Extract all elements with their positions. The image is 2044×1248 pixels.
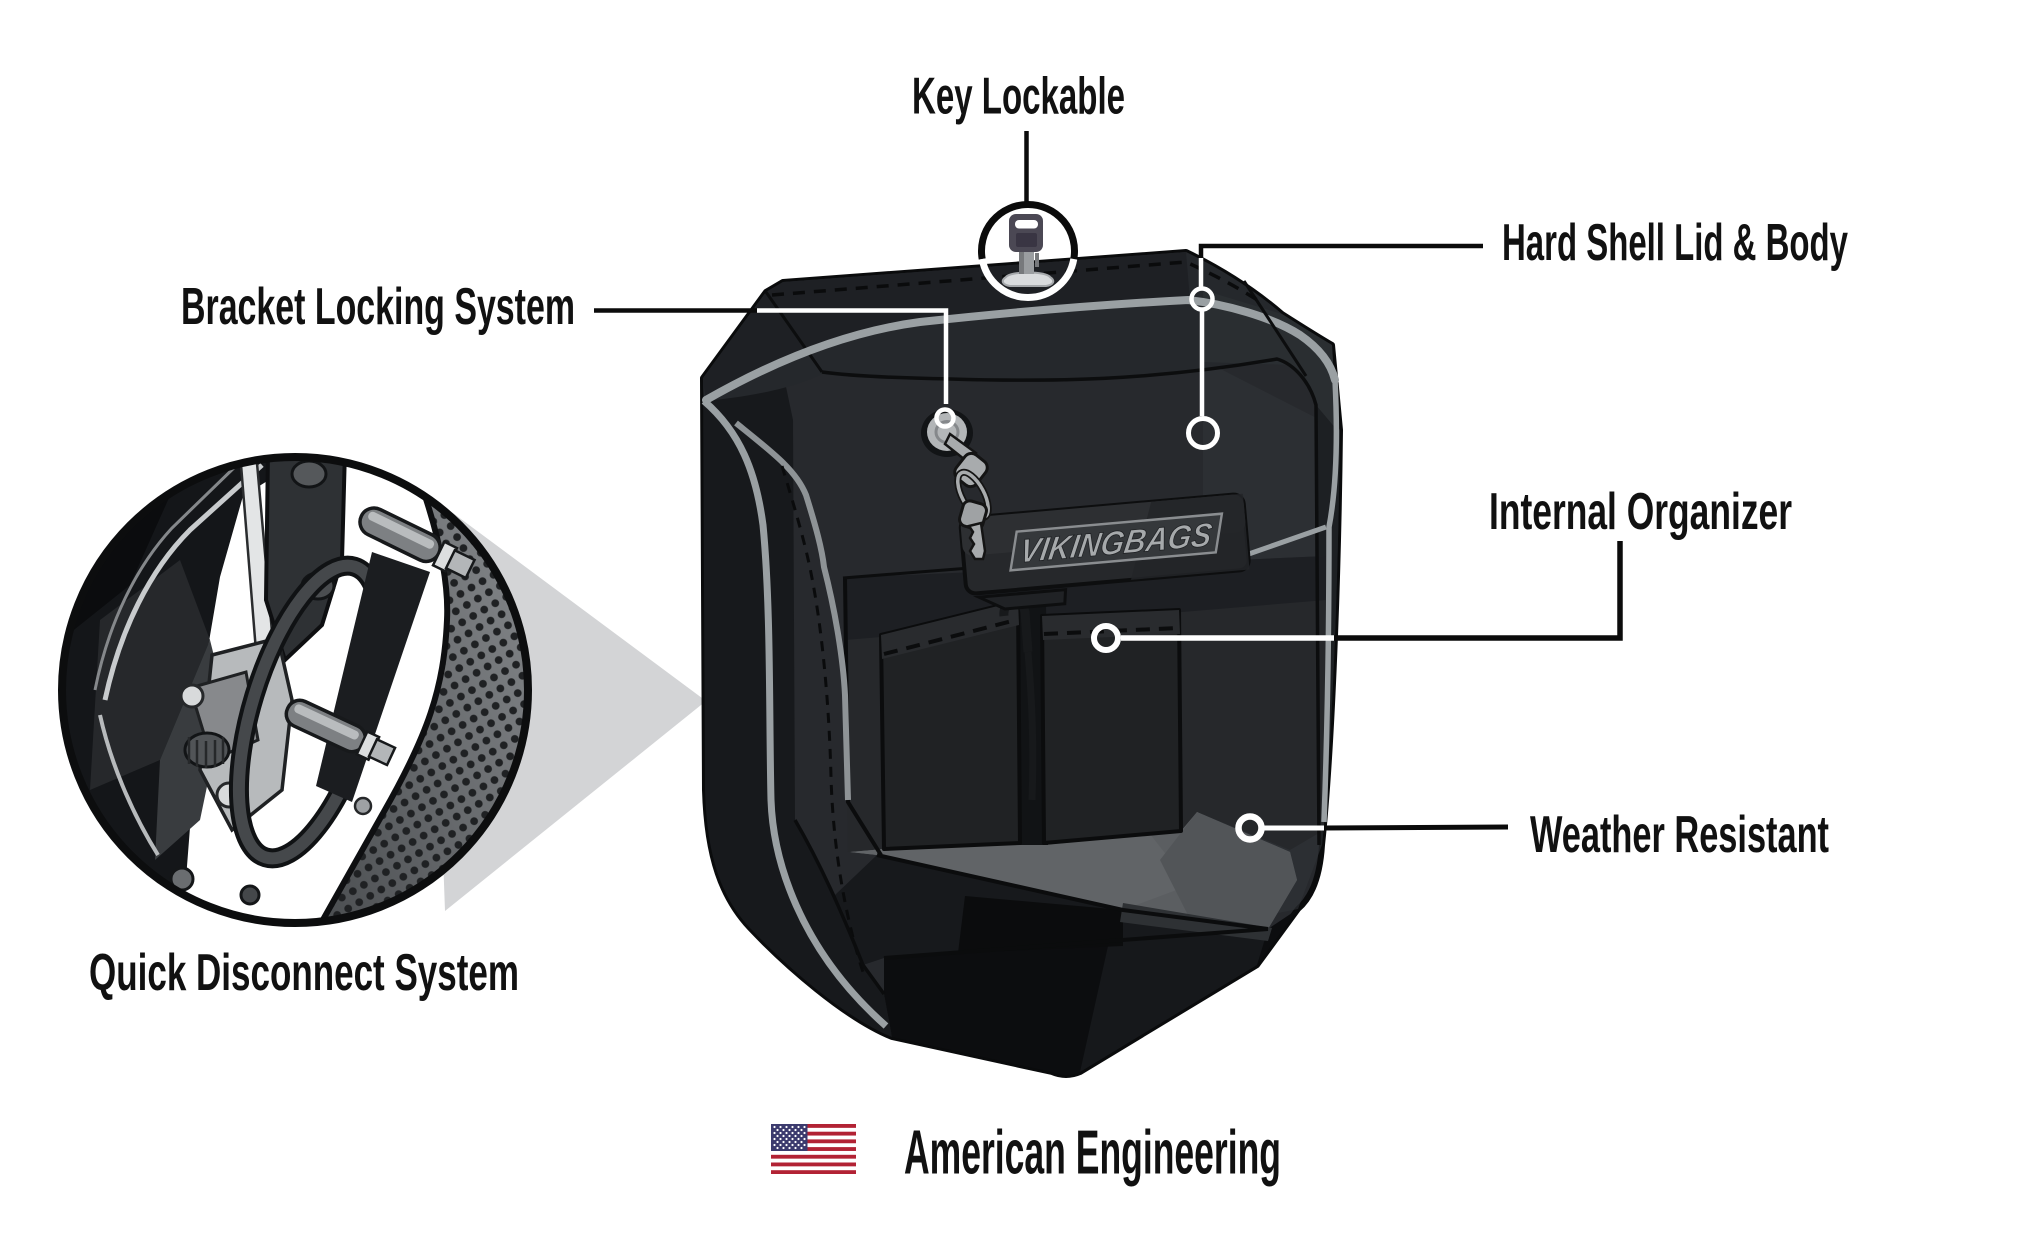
svg-text:American Engineering: American Engineering: [904, 1118, 1281, 1188]
svg-text:Hard Shell Lid & Body: Hard Shell Lid & Body: [1502, 213, 1848, 271]
svg-text:Quick Disconnect System: Quick Disconnect System: [89, 943, 519, 1001]
svg-text:Internal Organizer: Internal Organizer: [1489, 482, 1792, 540]
svg-text:Bracket Locking System: Bracket Locking System: [181, 277, 575, 335]
svg-text:Key Lockable: Key Lockable: [912, 67, 1125, 125]
svg-text:Weather Resistant: Weather Resistant: [1530, 805, 1829, 863]
